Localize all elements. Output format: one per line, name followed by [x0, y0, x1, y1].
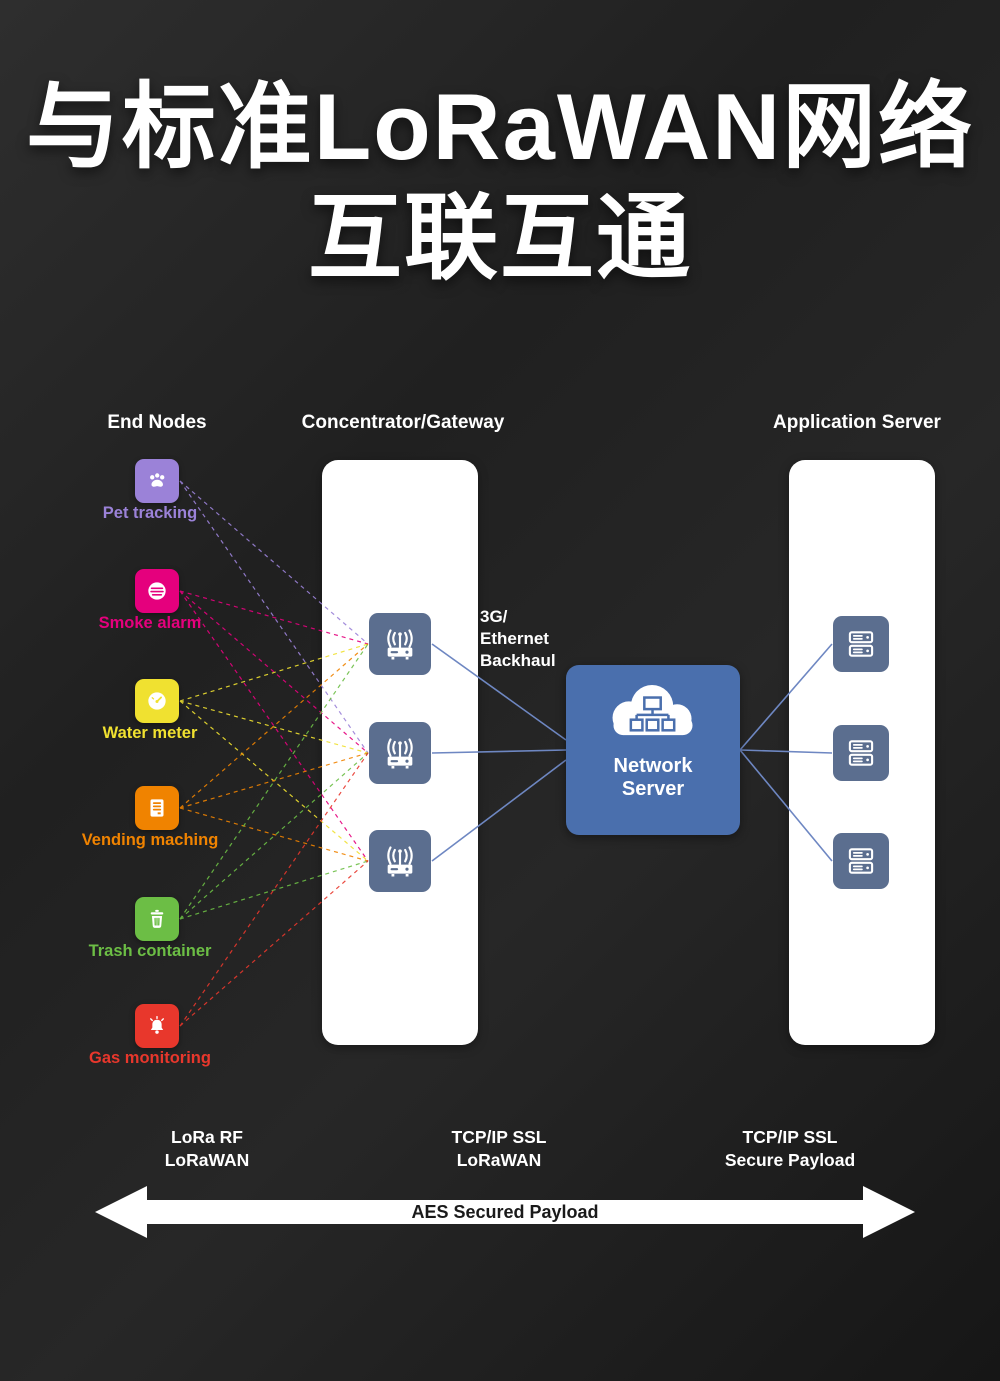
end-node-label-gas-monitoring: Gas monitoring: [89, 1049, 211, 1067]
end-node-gas-monitoring: [135, 1004, 179, 1048]
column-header-gateway: Concentrator/Gateway: [301, 412, 505, 433]
double-arrow-shape: [95, 1186, 915, 1238]
end-node-label-water-meter: Water meter: [102, 724, 198, 742]
column-header-end-nodes: End Nodes: [107, 412, 207, 433]
router-antenna-icon: [387, 846, 413, 877]
gateway-2: [369, 722, 431, 784]
end-node-label-trash-container: Trash container: [88, 942, 212, 960]
aes-arrow-label: AES Secured Payload: [411, 1202, 598, 1222]
network-server-label-line1: Network: [613, 755, 693, 777]
backhaul-label: 3G/ Ethernet Backhaul: [480, 606, 556, 672]
protocol-label-tcpip-secure-line2: Secure Payload: [724, 1150, 856, 1170]
gateway-1: [369, 613, 431, 675]
router-antenna-icon: [387, 738, 413, 769]
trash-icon: [150, 909, 164, 928]
end-node-trash-container: [135, 897, 179, 941]
app-server-1: [833, 616, 889, 672]
end-node-water-meter: [135, 679, 179, 723]
router-antenna-icon: [387, 629, 413, 660]
end-node-label-pet-tracking: Pet tracking: [102, 504, 198, 522]
server-rack-icon: [848, 848, 874, 874]
protocol-label-tcpip-secure-line1: TCP/IP SSL: [742, 1127, 838, 1147]
vending-machine-icon: [150, 799, 164, 817]
protocol-label-tcpip-lorawan-line2: LoRaWAN: [456, 1150, 542, 1170]
protocol-label-lora-line2: LoRaWAN: [164, 1150, 250, 1170]
aes-secured-arrow: AES Secured Payload: [95, 1186, 915, 1238]
protocol-label-tcpip-secure: TCP/IP SSL Secure Payload: [725, 1126, 855, 1172]
server-rack-icon: [848, 740, 874, 766]
server-rack-icon: [848, 631, 874, 657]
app-server-2: [833, 725, 889, 781]
end-node-smoke-alarm: [135, 569, 179, 613]
page-title-line2: 互联互通: [307, 184, 692, 290]
app-server-3: [833, 833, 889, 889]
smoke-alarm-icon: [148, 582, 166, 600]
column-header-app-server: Application Server: [773, 412, 941, 433]
gateway-3: [369, 830, 431, 892]
protocol-label-tcpip-lorawan: TCP/IP SSL LoRaWAN: [452, 1126, 547, 1172]
protocol-label-lora-line1: LoRa RF: [171, 1127, 243, 1147]
protocol-label-lora: LoRa RF LoRaWAN: [165, 1126, 250, 1172]
end-node-vending-machine: [135, 786, 179, 830]
backhaul-line2: Ethernet: [480, 629, 549, 648]
end-node-label-vending-machine: Vending maching: [81, 831, 219, 849]
cloud-network-icon: [612, 685, 693, 736]
network-server: Network Server: [566, 665, 740, 835]
end-node-pet-tracking: [135, 459, 179, 503]
page-title-line1: 与标准LoRaWAN网络: [25, 74, 975, 179]
gas-alarm-icon: [150, 1015, 164, 1034]
backhaul-line1: 3G/: [480, 607, 508, 626]
page-title: 与标准LoRaWAN网络 互联互通: [0, 72, 1000, 294]
water-meter-icon: [148, 692, 166, 710]
network-server-label-line2: Server: [621, 778, 685, 800]
backhaul-line3: Backhaul: [480, 651, 556, 670]
paw-icon: [150, 473, 165, 487]
end-node-label-smoke-alarm: Smoke alarm: [98, 614, 202, 632]
protocol-label-tcpip-lorawan-line1: TCP/IP SSL: [451, 1127, 547, 1147]
